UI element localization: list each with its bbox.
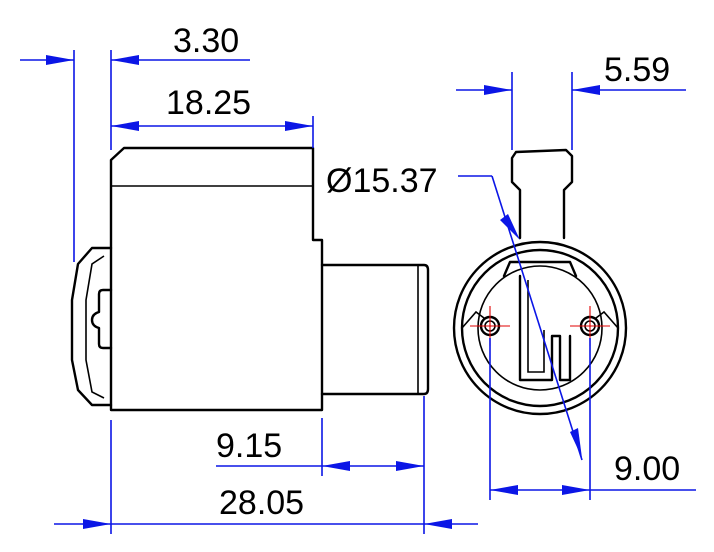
lock-body (109, 146, 324, 412)
dim-28-05: 28.05 (54, 420, 478, 534)
dim-label-9-00: 9.00 (614, 450, 680, 488)
dim-9-15: 9.15 (216, 396, 425, 476)
keyway (90, 288, 113, 350)
dim-label-15-37: Ø15.37 (326, 162, 438, 200)
slot-left (518, 274, 572, 382)
dim-3-30: 3.30 (20, 22, 250, 262)
side-view (70, 146, 430, 412)
right-ear (595, 310, 619, 329)
cylinder-plug (320, 263, 430, 396)
dim-18-25: 18.25 (111, 84, 314, 148)
dim-15-37: Ø15.37 (326, 162, 583, 461)
outer-flange (452, 240, 628, 416)
face-circle (477, 265, 603, 391)
dim-label-9-15: 9.15 (216, 427, 282, 465)
slot-right (527, 280, 545, 373)
dim-label-5-59: 5.59 (604, 51, 670, 89)
bezel-inner (85, 255, 105, 399)
left-ear (461, 310, 485, 329)
front-view (452, 148, 628, 416)
dim-label-28-05: 28.05 (219, 484, 304, 522)
lock-face-bezel (70, 246, 113, 407)
dim-9-00: 9.00 (489, 338, 696, 500)
dim-5-59: 5.59 (456, 51, 686, 150)
dim-label-3-30: 3.30 (173, 22, 239, 60)
cam-tongue (510, 148, 574, 240)
dim-label-18-25: 18.25 (166, 84, 251, 122)
key-slot (502, 260, 578, 278)
